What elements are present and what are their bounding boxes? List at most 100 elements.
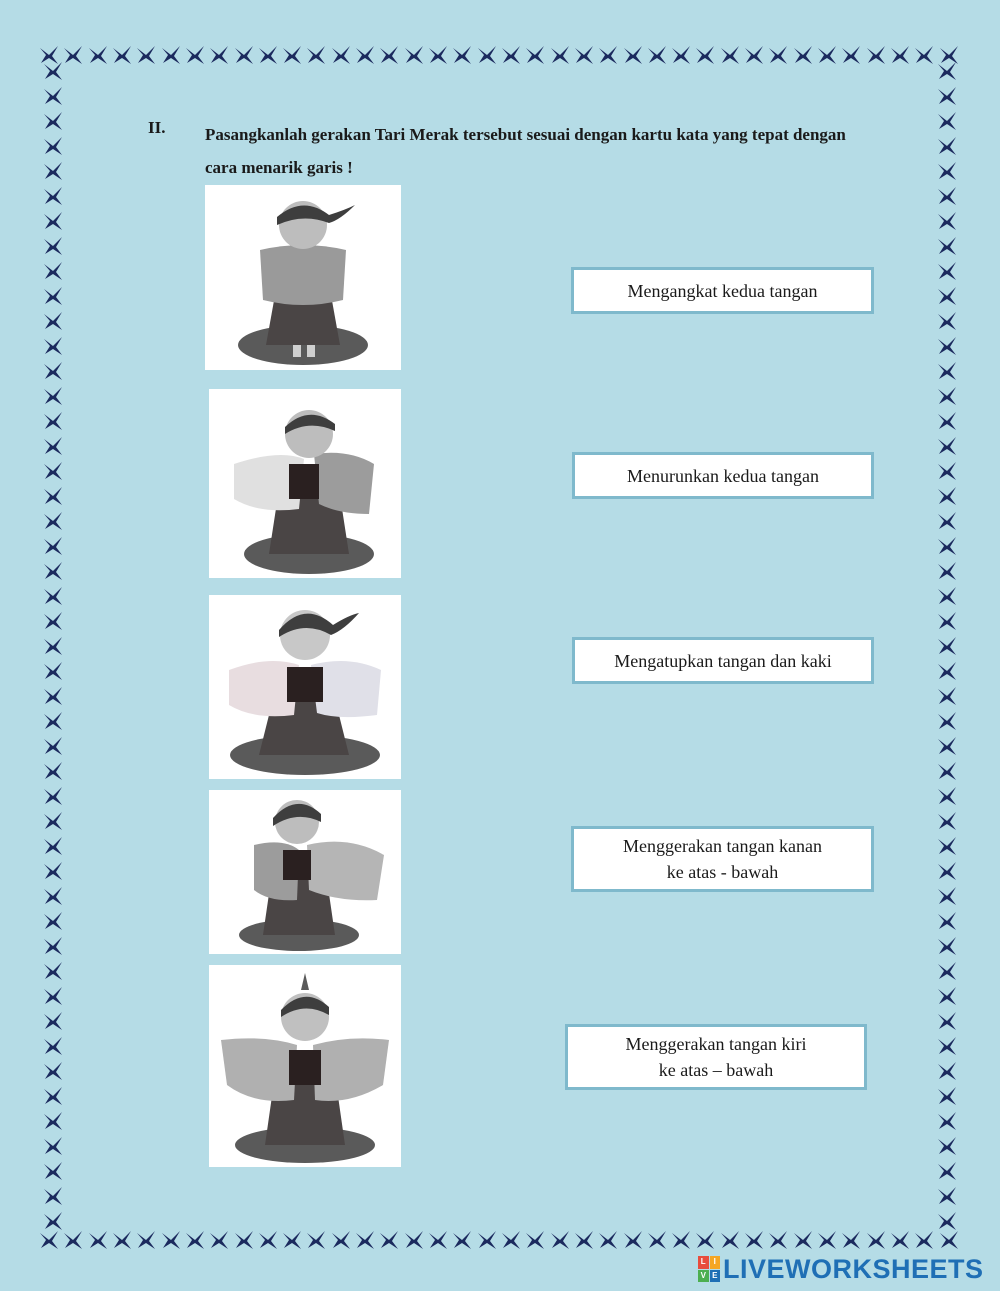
card-label-line2: ke atas - bawah — [666, 862, 779, 882]
bird-border-icon — [936, 1185, 958, 1207]
bird-border-icon — [936, 335, 958, 357]
bird-border-icon — [42, 1110, 64, 1132]
bird-border-icon — [42, 560, 64, 582]
bird-border-icon — [936, 1010, 958, 1032]
bird-border-icon — [936, 710, 958, 732]
bird-border-icon — [42, 810, 64, 832]
bird-border-icon — [42, 160, 64, 182]
bird-border-icon — [936, 185, 958, 207]
card-label-line1: Menggerakan tangan kiri — [625, 1034, 807, 1054]
bird-border-icon — [42, 735, 64, 757]
bird-border-icon — [694, 44, 716, 66]
dancer-right-wing-image[interactable] — [209, 389, 401, 578]
liveworksheets-watermark: L I V E LIVEWORKSHEETS — [698, 1254, 984, 1284]
bird-border-icon — [42, 310, 64, 332]
bird-border-icon — [42, 985, 64, 1007]
bird-border-icon — [281, 1229, 303, 1251]
bird-border-icon — [42, 835, 64, 857]
bird-border-icon — [524, 1229, 546, 1251]
bird-border-icon — [42, 360, 64, 382]
bird-border-icon — [936, 810, 958, 832]
bird-border-icon — [573, 44, 595, 66]
bird-border-icon — [42, 210, 64, 232]
bird-border-icon — [913, 44, 935, 66]
bird-border-icon — [38, 1229, 60, 1251]
bird-border-icon — [936, 510, 958, 532]
dancer-hands-clasped-image[interactable] — [205, 185, 401, 370]
bird-border-icon — [42, 1060, 64, 1082]
bird-border-icon — [936, 985, 958, 1007]
card-menggerakan-tangan-kiri[interactable]: Menggerakan tangan kiri ke atas – bawah — [565, 1024, 867, 1090]
card-label-line2: ke atas – bawah — [658, 1060, 774, 1080]
bird-border-icon — [42, 635, 64, 657]
bird-border-icon — [500, 1229, 522, 1251]
bird-border-icon — [816, 1229, 838, 1251]
bird-border-icon — [936, 1210, 958, 1232]
bird-border-icon — [936, 260, 958, 282]
bird-border-icon — [42, 1035, 64, 1057]
card-label: Mengangkat kedua tangan — [627, 280, 818, 301]
bird-border-icon — [42, 885, 64, 907]
watermark-text: LIVEWORKSHEETS — [723, 1253, 984, 1284]
bird-border-icon — [936, 735, 958, 757]
bird-border-icon — [767, 1229, 789, 1251]
bird-border-icon — [767, 44, 789, 66]
bird-border-icon — [936, 110, 958, 132]
bird-border-icon — [500, 44, 522, 66]
bird-border-icon — [549, 44, 571, 66]
bird-border-icon — [403, 44, 425, 66]
card-label-line1: Menggerakan tangan kanan — [623, 836, 822, 856]
bird-border-icon — [87, 44, 109, 66]
bird-border-icon — [305, 1229, 327, 1251]
bird-border-icon — [378, 44, 400, 66]
border-left — [38, 60, 68, 1232]
bird-border-icon — [42, 410, 64, 432]
card-mengatupkan-tangan-dan-kaki[interactable]: Mengatupkan tangan dan kaki — [572, 637, 874, 684]
bird-border-icon — [184, 44, 206, 66]
bird-border-icon — [208, 44, 230, 66]
bird-border-icon — [936, 610, 958, 632]
bird-border-icon — [451, 44, 473, 66]
bird-border-icon — [233, 1229, 255, 1251]
bird-border-icon — [42, 260, 64, 282]
bird-border-icon — [476, 1229, 498, 1251]
bird-border-icon — [281, 44, 303, 66]
bird-border-icon — [936, 135, 958, 157]
card-mengangkat-kedua-tangan[interactable]: Mengangkat kedua tangan — [571, 267, 874, 314]
bird-border-icon — [451, 1229, 473, 1251]
bird-border-icon — [42, 85, 64, 107]
card-label: Mengatupkan tangan dan kaki — [614, 650, 832, 671]
bird-border-icon — [378, 1229, 400, 1251]
bird-border-icon — [719, 1229, 741, 1251]
bird-border-icon — [936, 160, 958, 182]
question-instruction: Pasangkanlah gerakan Tari Merak tersebut… — [205, 125, 846, 177]
bird-border-icon — [305, 44, 327, 66]
dancer-left-wing-image[interactable] — [209, 790, 401, 954]
dancer-both-wings-image[interactable] — [209, 595, 401, 779]
bird-border-icon — [646, 1229, 668, 1251]
dancer-arms-raised-image[interactable] — [209, 965, 401, 1167]
bird-border-icon — [233, 44, 255, 66]
bird-border-icon — [865, 1229, 887, 1251]
card-menggerakan-tangan-kanan[interactable]: Menggerakan tangan kanan ke atas - bawah — [571, 826, 874, 892]
bird-border-icon — [160, 1229, 182, 1251]
bird-border-icon — [42, 710, 64, 732]
bird-border-icon — [427, 44, 449, 66]
bird-border-icon — [208, 1229, 230, 1251]
bird-border-icon — [42, 935, 64, 957]
bird-border-icon — [573, 1229, 595, 1251]
card-menurunkan-kedua-tangan[interactable]: Menurunkan kedua tangan — [572, 452, 874, 499]
bird-border-icon — [936, 85, 958, 107]
bird-border-icon — [330, 1229, 352, 1251]
bird-border-icon — [354, 1229, 376, 1251]
bird-border-icon — [670, 1229, 692, 1251]
bird-border-icon — [936, 1035, 958, 1057]
bird-border-icon — [42, 535, 64, 557]
bird-border-icon — [936, 1110, 958, 1132]
bird-border-icon — [62, 44, 84, 66]
bird-border-icon — [936, 885, 958, 907]
bird-border-icon — [865, 44, 887, 66]
bird-border-icon — [42, 685, 64, 707]
bird-border-icon — [936, 585, 958, 607]
bird-border-icon — [936, 1085, 958, 1107]
